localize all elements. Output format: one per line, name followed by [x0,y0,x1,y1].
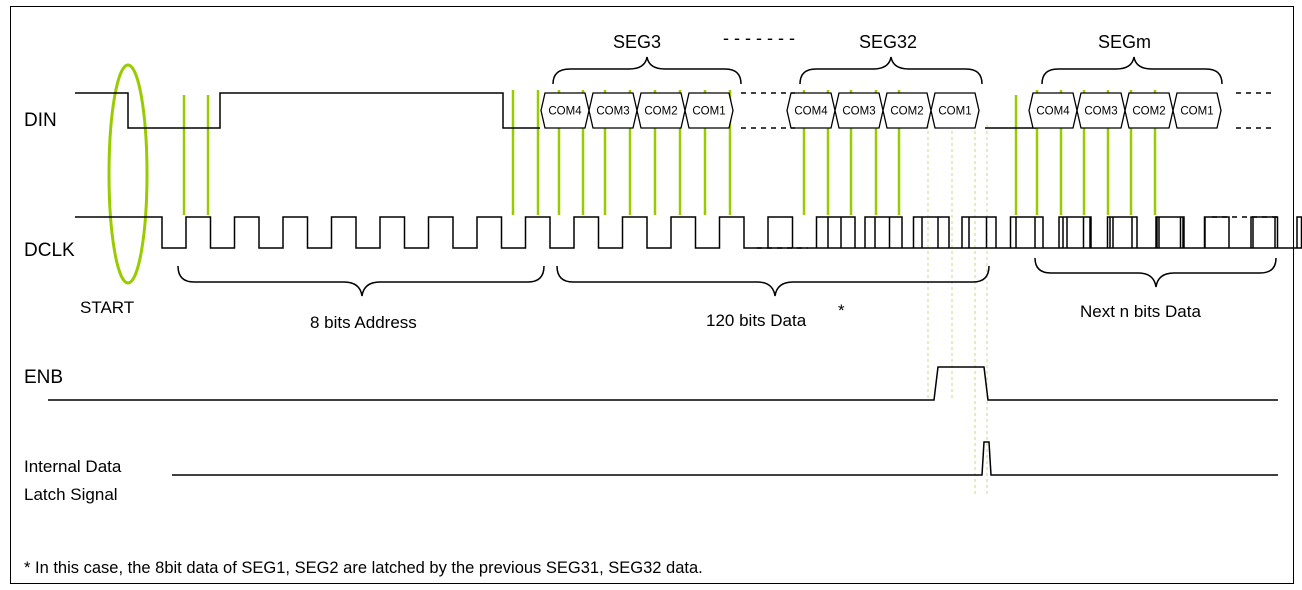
dclk-label: DCLK [24,240,75,261]
seg3-label: SEG3 [613,32,661,52]
address-label: 8 bits Address [310,313,417,332]
data-asterisk: * [838,301,845,320]
seg32-label: SEG32 [859,32,917,52]
com-cell [588,92,638,129]
guide-lines [927,125,988,495]
brace-seg32 [799,56,983,85]
com-cell-label: COM1 [1180,106,1213,118]
brace-data [556,265,990,297]
com-cell [1172,92,1222,129]
com-cell-label: COM3 [596,106,629,118]
com-cell [930,92,980,129]
footnote: * In this case, the 8bit data of SEG1, S… [24,559,703,577]
data-label: 120 bits Data [706,311,807,330]
dclk-waveform [75,216,1302,249]
com-cell-label: COM1 [938,106,971,118]
latch-label-line1: Internal Data [24,457,122,476]
din-waveform [75,92,1036,129]
com-cell-label: COM1 [692,106,725,118]
next-data-label: Next n bits Data [1080,302,1201,321]
com-cell [786,92,836,129]
com-cell [684,92,734,129]
dclk-dashed [757,216,1280,249]
enb-waveform [48,366,1278,401]
brace-segm [1041,56,1223,85]
com-cell [882,92,932,129]
com-cell-label: COM4 [548,106,582,118]
braces [177,56,1277,297]
com-cell [834,92,884,129]
brace-next [1034,257,1277,288]
com-cell-label: COM2 [644,106,677,118]
com-cell [1124,92,1174,129]
com-cell [636,92,686,129]
din-data-cells: COM4 COM3 COM2 COM1 COM4 COM3 COM2 COM1 COM4 COM3… [540,92,1222,129]
com-cell-label: COM4 [794,106,828,118]
com-cell-label: COM3 [1084,106,1117,118]
enb-label: ENB [24,367,63,388]
segm-label: SEGm [1098,32,1151,52]
com-cell-label: COM4 [1036,106,1070,118]
latch-waveform [172,441,1278,476]
din-label: DIN [24,110,57,131]
com-cell [1076,92,1126,129]
start-ellipse [107,63,149,285]
com-cell-label: COM3 [842,106,875,118]
brace-address [177,265,545,297]
din-dashed [741,92,1275,129]
separator-dashes: - - - - - - - [723,28,795,48]
start-label: START [80,298,134,317]
com-cell-label: COM2 [890,106,923,118]
brace-seg3 [552,56,742,85]
com-cell-label: COM2 [1132,106,1165,118]
com-cell [540,92,590,129]
latch-label-line2: Latch Signal [24,485,118,504]
com-cell [1028,92,1078,129]
